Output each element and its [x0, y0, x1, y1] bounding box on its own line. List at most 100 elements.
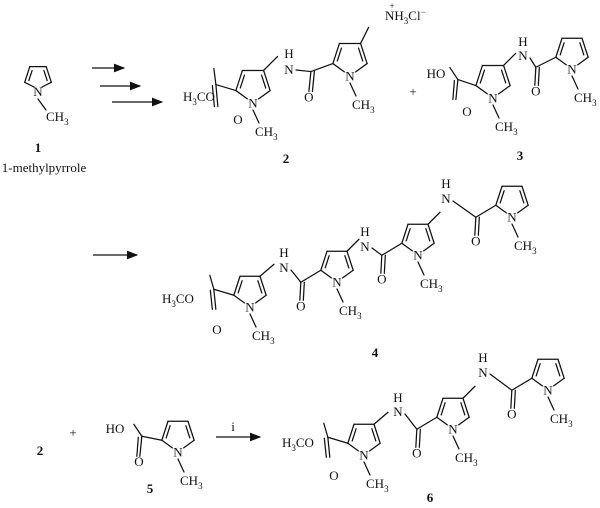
- plus-sign: +: [69, 425, 76, 440]
- ring-bond: [436, 416, 448, 426]
- bond: [24, 81, 35, 88]
- n-methyl-label: CH3: [574, 90, 597, 108]
- double-bond: [239, 74, 246, 89]
- amide-n: N: [518, 48, 528, 63]
- ring-bond: [531, 358, 539, 379]
- carbonyl-oxygen: O: [507, 406, 516, 421]
- double-bond: [28, 69, 33, 82]
- carbonyl-bond: [452, 79, 456, 101]
- carbonyl-bond: [211, 84, 216, 108]
- amide-n: N: [284, 62, 294, 77]
- positive-charge: +: [389, 1, 394, 11]
- n-methyl-label: CH3: [339, 303, 362, 321]
- ammonium-chloride-label: NH3Cl−: [385, 7, 426, 26]
- ring-bond: [262, 69, 271, 92]
- ring-bond: [577, 56, 589, 66]
- amide-bond: [452, 200, 477, 218]
- acid-bond: [141, 435, 163, 441]
- carbonyl-bond: [380, 254, 383, 274]
- n-methyl-bond: [571, 75, 579, 90]
- ring-bond: [555, 56, 567, 66]
- ring-bond: [475, 84, 488, 95]
- double-bond: [519, 190, 525, 204]
- ring-bond: [498, 84, 511, 95]
- ring-bond: [342, 269, 354, 279]
- ring-bond: [557, 358, 565, 379]
- methyl-ester-label: H3CO: [282, 435, 314, 453]
- double-bond: [371, 428, 377, 442]
- carbonyl-oxygen: O: [462, 104, 471, 119]
- double-bond: [479, 69, 486, 84]
- n-methyl-label: CH3: [46, 109, 69, 127]
- ring-bond: [332, 42, 341, 65]
- n-methyl-bond: [249, 313, 257, 328]
- double-bond: [185, 425, 191, 439]
- n-methyl-label: CH3: [366, 476, 389, 494]
- double-bond: [440, 402, 446, 416]
- ring-bond: [258, 89, 271, 100]
- ester-bond: [213, 288, 235, 296]
- double-bond: [425, 228, 431, 242]
- carbonyl-bond: [136, 436, 139, 457]
- amide-h: H: [478, 350, 487, 365]
- carbonyl-oxygen: O: [233, 112, 242, 127]
- carbonyl-bond: [323, 437, 327, 458]
- compound-number-2-ref: 2: [37, 443, 44, 458]
- carbonyl-bond: [534, 66, 537, 86]
- double-bond: [324, 255, 330, 269]
- ring-bond: [346, 250, 354, 271]
- amide-bond: [475, 204, 497, 218]
- ring-bond: [355, 62, 368, 73]
- n-methyl-bond: [336, 288, 344, 303]
- amide-n: N: [441, 191, 451, 206]
- double-bond: [344, 255, 350, 269]
- carbonyl-bond: [513, 389, 516, 409]
- double-bond: [237, 280, 243, 294]
- ring-bond: [359, 42, 368, 65]
- methyl-ester-label: H3CO: [162, 291, 194, 309]
- amide-bond: [416, 416, 438, 430]
- carbonyl-oxygen: O: [412, 445, 421, 460]
- ring-nitrogen: N: [448, 422, 458, 437]
- n-methyl-bond: [363, 461, 371, 476]
- carbonyl-bond: [510, 389, 513, 409]
- amide-bond: [346, 238, 360, 252]
- double-bond: [405, 228, 411, 242]
- amide-h: H: [441, 176, 450, 191]
- carbonyl-oxygen: O: [471, 233, 480, 248]
- ring-bond: [347, 423, 355, 444]
- compound-number-4: 4: [372, 345, 379, 360]
- ring-bond: [531, 377, 543, 387]
- plus-sign: +: [409, 84, 416, 99]
- amide-bond: [404, 413, 418, 430]
- amide-bond: [462, 385, 476, 399]
- carbonyl-bond: [215, 83, 219, 108]
- reagent-label: i: [231, 419, 235, 434]
- ring-bond: [347, 442, 359, 452]
- amide-h: H: [279, 245, 288, 260]
- ring-nitrogen: N: [245, 300, 255, 315]
- acid-bond: [457, 78, 477, 87]
- double-bond: [257, 280, 263, 294]
- n-methyl-bond: [511, 223, 519, 238]
- carbonyl-bond: [311, 70, 316, 93]
- ester-bond: [209, 274, 215, 290]
- ring-bond: [161, 420, 169, 441]
- ring-nitrogen: N: [567, 62, 577, 77]
- n-methyl-bond: [177, 458, 185, 473]
- double-bond: [559, 42, 565, 56]
- amide-bond: [489, 373, 513, 391]
- n-methyl-label: CH3: [255, 124, 278, 142]
- amide-n: N: [360, 239, 370, 254]
- ring-nitrogen: N: [507, 210, 517, 225]
- hydroxyl-label: HO: [106, 421, 125, 436]
- amide-n: N: [279, 260, 289, 275]
- carbonyl-bond: [209, 289, 213, 310]
- ring-bond: [521, 185, 529, 206]
- ring-bond: [495, 185, 503, 206]
- ring-bond: [320, 250, 328, 271]
- double-bond: [336, 47, 343, 62]
- carbonyl-oxygen: O: [531, 83, 540, 98]
- bond: [24, 66, 31, 83]
